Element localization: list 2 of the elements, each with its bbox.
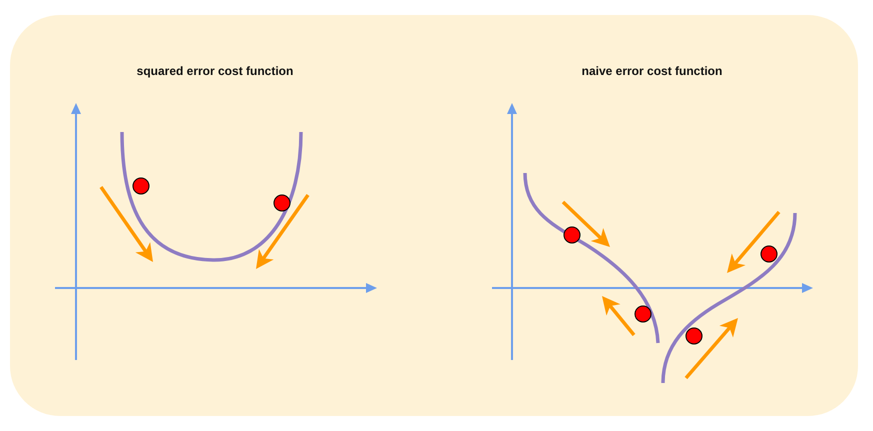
chart-title: naive error cost function bbox=[582, 64, 722, 78]
chart-title: squared error cost function bbox=[136, 64, 294, 78]
